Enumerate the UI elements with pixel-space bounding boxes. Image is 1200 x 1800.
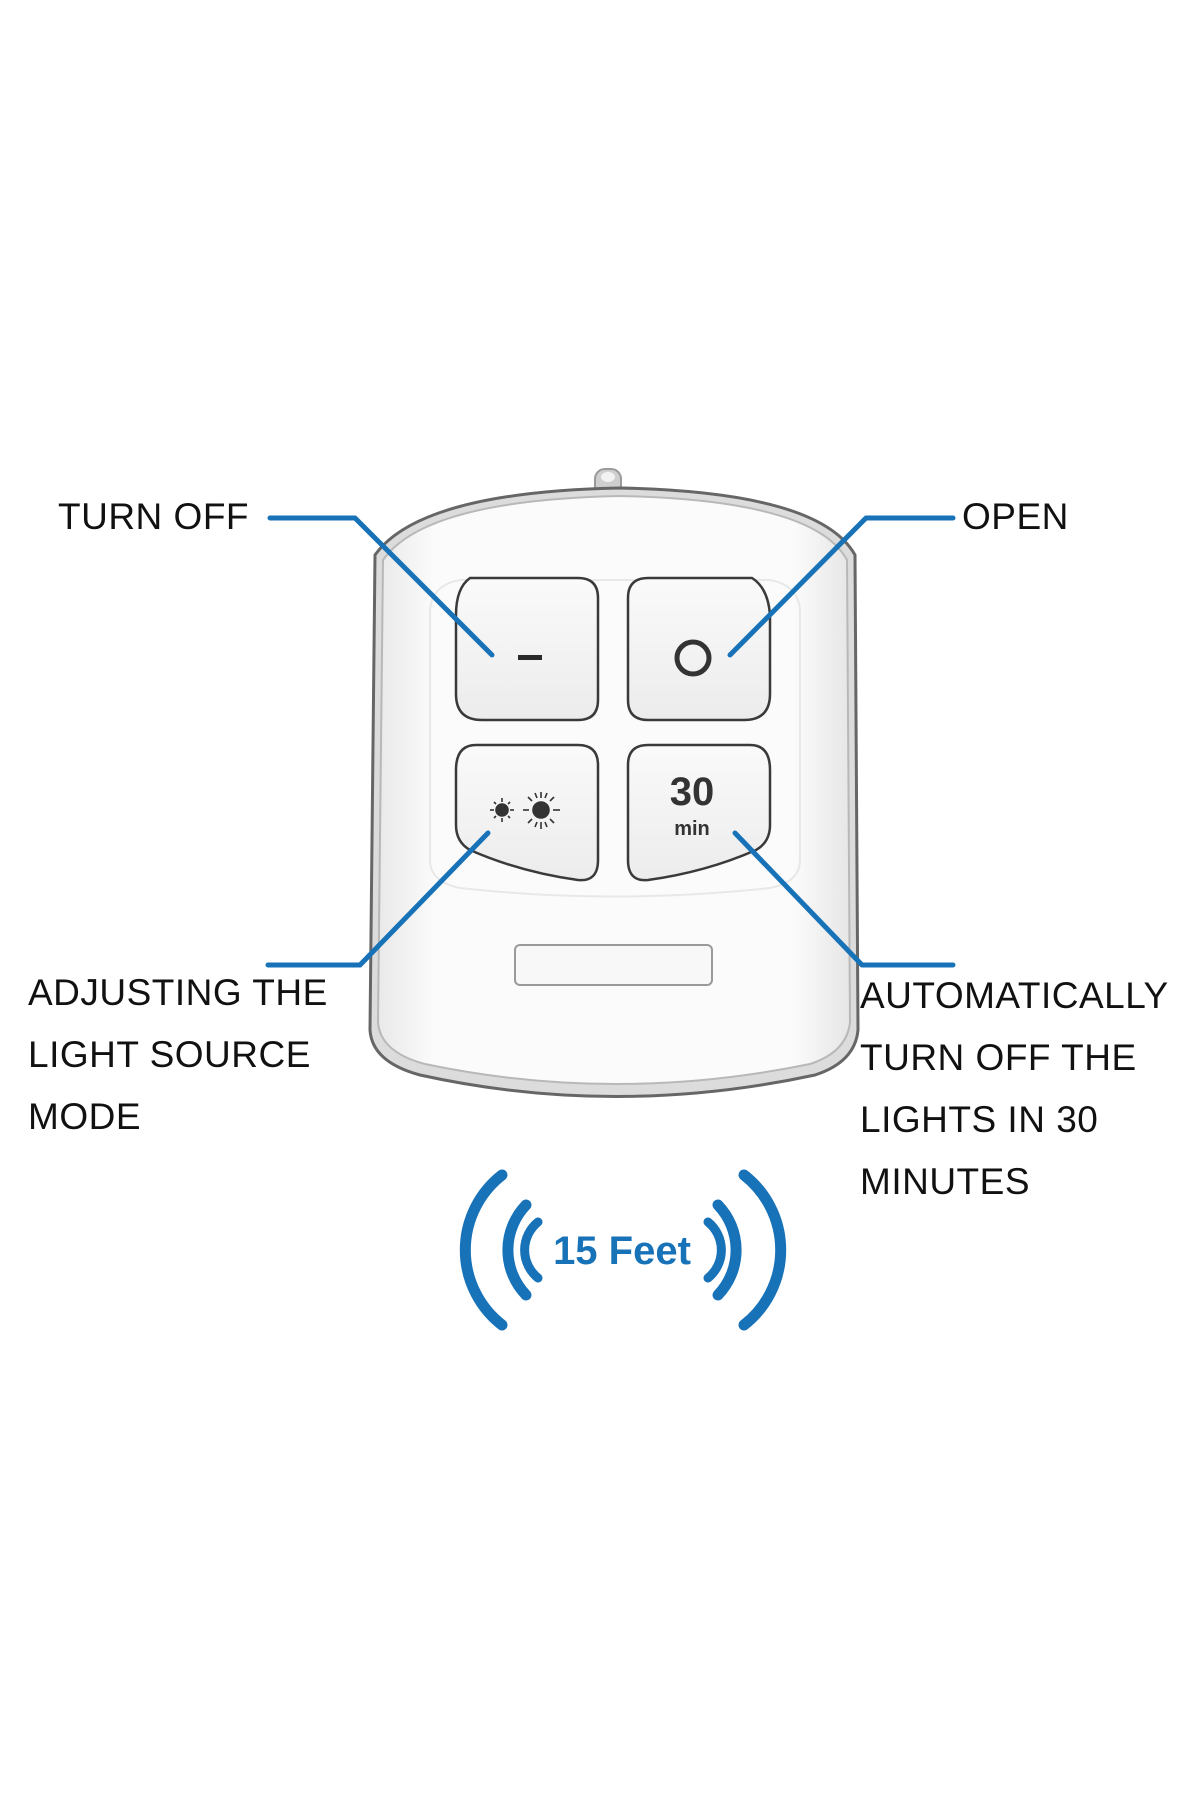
timer-key[interactable]: 30 min xyxy=(626,743,772,882)
callout-auto-off: AUTOMATICALLY TURN OFF THE LIGHTS IN 30 … xyxy=(860,965,1169,1213)
circle-icon xyxy=(674,639,712,677)
leader-line-adjust xyxy=(265,830,491,968)
callout-auto-line-3: LIGHTS IN 30 xyxy=(860,1099,1099,1140)
leader-line-open xyxy=(727,515,956,658)
timer-value: 30 xyxy=(670,770,715,814)
battery-slot xyxy=(514,944,713,986)
wireless-signal-icon xyxy=(459,1169,787,1331)
minus-icon xyxy=(518,655,542,660)
callout-adjust-line-3: MODE xyxy=(28,1096,141,1137)
callout-adjust-light-mode: ADJUSTING THE LIGHT SOURCE MODE xyxy=(28,962,328,1148)
leader-lines xyxy=(265,515,956,968)
leader-line-auto-off xyxy=(732,830,956,968)
callout-turn-off: TURN OFF xyxy=(58,486,249,548)
light-mode-key[interactable] xyxy=(454,743,600,882)
callout-auto-line-2: TURN OFF THE xyxy=(860,1037,1137,1078)
brightness-icon xyxy=(490,792,560,829)
turn-off-key[interactable] xyxy=(454,576,600,722)
callout-adjust-line-1: ADJUSTING THE xyxy=(28,972,328,1013)
callout-open: OPEN xyxy=(962,486,1069,548)
callout-auto-line-1: AUTOMATICALLY xyxy=(860,975,1169,1016)
remote-body xyxy=(368,486,860,1098)
leader-line-turn-off xyxy=(267,515,495,658)
callout-auto-line-4: MINUTES xyxy=(860,1161,1030,1202)
open-key[interactable] xyxy=(626,576,772,722)
timer-unit: min xyxy=(674,818,710,840)
callout-turn-off-text: TURN OFF xyxy=(58,496,250,537)
callout-adjust-line-2: LIGHT SOURCE xyxy=(28,1034,311,1075)
callout-open-text: OPEN xyxy=(962,496,1069,537)
range-label: 15 Feet xyxy=(553,1229,691,1273)
